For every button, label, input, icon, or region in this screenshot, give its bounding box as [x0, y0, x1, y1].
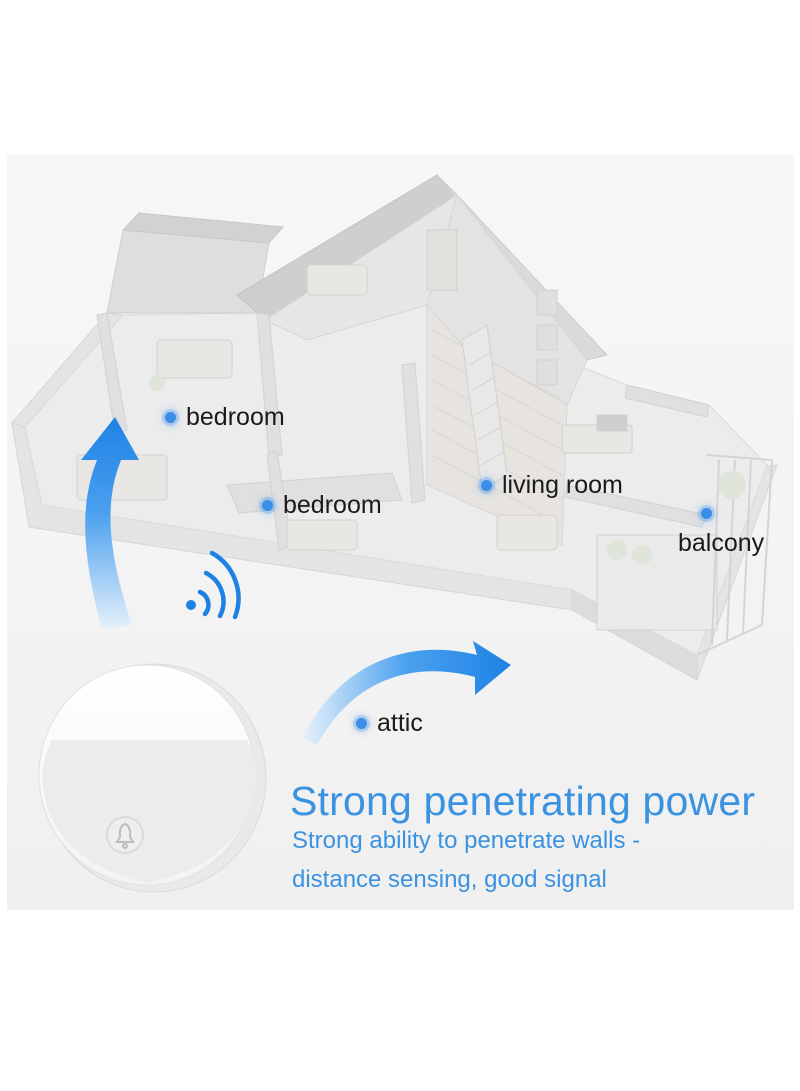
subtitle-line-2: distance sensing, good signal	[292, 866, 607, 893]
room-label-text: living room	[502, 471, 623, 499]
location-dot	[356, 718, 367, 729]
house-illustration	[11, 174, 778, 893]
location-dot	[481, 480, 492, 491]
room-label-bedroom-lower: bedroom	[262, 491, 382, 520]
room-label-text: bedroom	[283, 491, 382, 519]
room-label-text: balcony	[678, 529, 765, 557]
interior-walls	[96, 312, 710, 551]
curved-arrow-icon	[81, 417, 139, 630]
bell-icon	[115, 822, 135, 849]
room-label-attic: attic	[356, 709, 423, 738]
room-label-text: attic	[377, 709, 423, 737]
location-dot	[701, 508, 713, 519]
staircase	[461, 324, 508, 491]
product-scene	[7, 155, 794, 910]
subtitle-line-1: Strong ability to penetrate walls -	[292, 827, 641, 854]
headline: Strong penetrating power	[290, 778, 756, 824]
room-label-bedroom-upper: bedroom	[165, 403, 285, 432]
curved-arrow-icon	[303, 641, 511, 745]
plants	[149, 375, 746, 565]
doorbell-button	[38, 663, 267, 893]
room-label-text: bedroom	[186, 403, 285, 431]
location-dot	[165, 412, 176, 423]
room-label-balcony: balcony	[678, 508, 764, 558]
room-label-living-room: living room	[481, 471, 623, 500]
wifi-signal-icon	[186, 550, 241, 620]
location-dot	[262, 500, 273, 511]
